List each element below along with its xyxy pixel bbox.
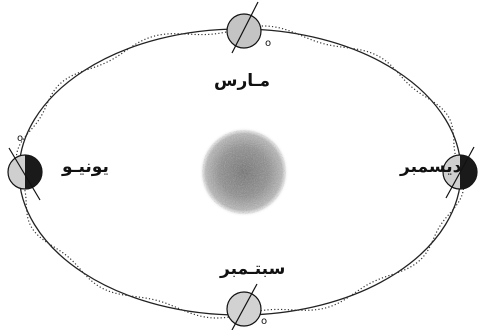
label-december: ديسمبر (400, 157, 461, 177)
label-march: مـارس (214, 71, 270, 91)
label-september: سبتـمبر (220, 259, 285, 279)
earth-june (8, 148, 42, 200)
label-june: يونيـو (62, 157, 109, 177)
degree-mark-march: o (265, 38, 271, 49)
degree-mark-june: o (17, 133, 23, 144)
earth-september (227, 284, 261, 330)
sun (199, 127, 289, 217)
degree-mark-september: o (261, 316, 267, 327)
earth-march (227, 2, 261, 53)
